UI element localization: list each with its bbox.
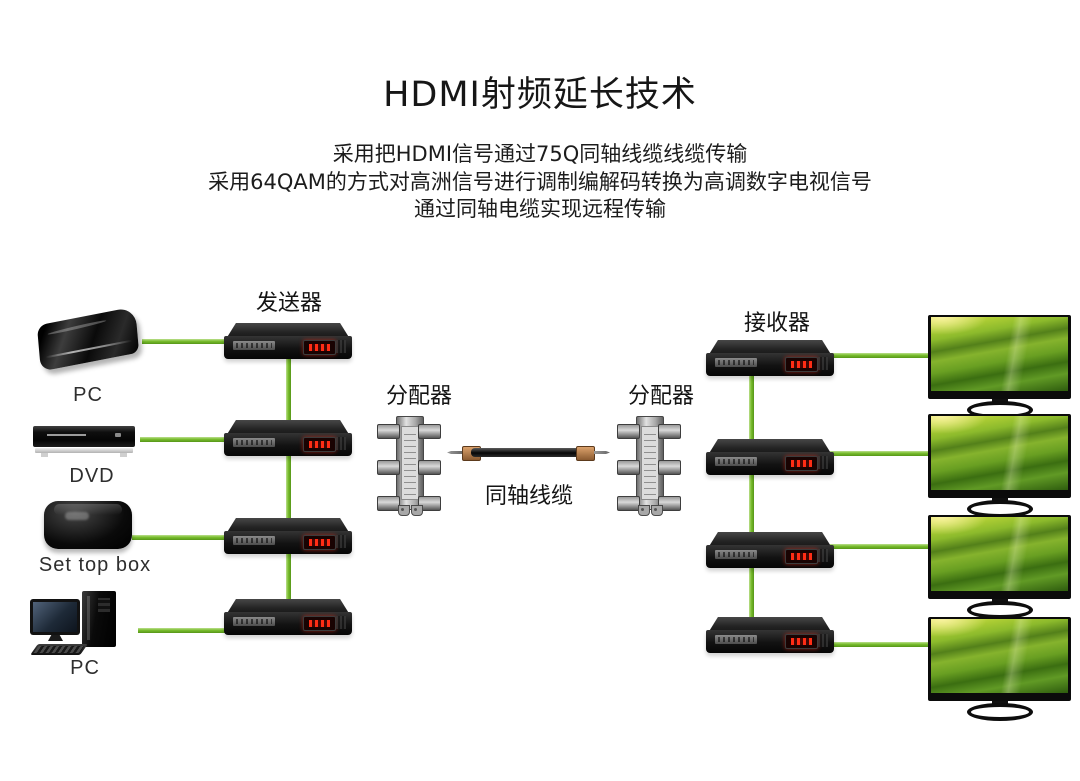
tv-green-screen-icon-4 — [928, 617, 1071, 721]
red-led-display-icon — [303, 340, 336, 355]
wire-rx1-tv1 — [830, 353, 928, 358]
splitter-left-label: 分配器 — [385, 384, 453, 409]
wire-source3-tx3 — [132, 535, 228, 540]
wire-rx2-tv2 — [830, 451, 928, 456]
wire-source1-tx1 — [142, 339, 228, 344]
wire-tx2-tx3 — [286, 452, 291, 522]
wire-rx3-tv3 — [830, 544, 928, 549]
wire-rx4-tv4 — [830, 642, 928, 647]
transmitter-box-1 — [224, 323, 352, 361]
red-led-display-icon — [303, 437, 336, 452]
splitter-right-label: 分配器 — [627, 384, 695, 409]
splitter-left-icon — [377, 416, 441, 516]
wire-tx3-tx4 — [286, 550, 291, 604]
receiver-box-4 — [706, 617, 834, 655]
set-top-box-icon — [44, 501, 132, 555]
red-led-display-icon — [785, 456, 818, 471]
source-label-pc1: PC — [73, 384, 103, 406]
tv-green-screen-icon-3 — [928, 515, 1071, 619]
dvd-player-icon — [33, 421, 135, 459]
wire-rx1-rx2 — [749, 370, 754, 445]
splitter-right-icon — [617, 416, 681, 516]
transmitter-box-4 — [224, 599, 352, 637]
desktop-pc-icon — [30, 591, 124, 659]
wire-rx3-rx4 — [749, 565, 754, 623]
subtitle-line-3: 通过同轴电缆实现远程传输 — [414, 197, 666, 221]
receiver-box-3 — [706, 532, 834, 570]
coax-cable-label: 同轴线缆 — [484, 484, 574, 509]
transmitter-box-2 — [224, 420, 352, 458]
red-led-display-icon — [785, 357, 818, 372]
wire-rx2-rx3 — [749, 470, 754, 538]
wire-source2-tx2 — [140, 437, 228, 442]
transmitter-box-3 — [224, 518, 352, 556]
subtitle: 采用把HDMI信号通过75Q同轴线缆线缆传输 采用64QAM的方式对高洲信号进行… — [0, 141, 1080, 224]
transmitter-group-label: 发送器 — [255, 291, 323, 316]
receiver-group-label: 接收器 — [743, 311, 811, 336]
source-label-settop: Set top box — [38, 554, 152, 576]
red-led-display-icon — [785, 549, 818, 564]
game-console-icon — [36, 306, 142, 376]
subtitle-line-1: 采用把HDMI信号通过75Q同轴线缆线缆传输 — [332, 142, 748, 166]
source-label-pc2: PC — [70, 657, 100, 679]
tv-green-screen-icon-1 — [928, 315, 1071, 419]
receiver-box-1 — [706, 340, 834, 378]
tv-green-screen-icon-2 — [928, 414, 1071, 518]
receiver-box-2 — [706, 439, 834, 477]
wire-source4-tx4 — [138, 628, 228, 633]
red-led-display-icon — [303, 616, 336, 631]
source-label-dvd: DVD — [69, 465, 115, 487]
wire-tx1-tx2 — [286, 355, 291, 425]
subtitle-line-2: 采用64QAM的方式对高洲信号进行调制编解码转换为高调数字电视信号 — [208, 169, 872, 194]
page-title: HDMI射频延长技术 — [383, 75, 697, 115]
coax-cable-icon — [447, 441, 610, 465]
red-led-display-icon — [303, 535, 336, 550]
red-led-display-icon — [785, 634, 818, 649]
